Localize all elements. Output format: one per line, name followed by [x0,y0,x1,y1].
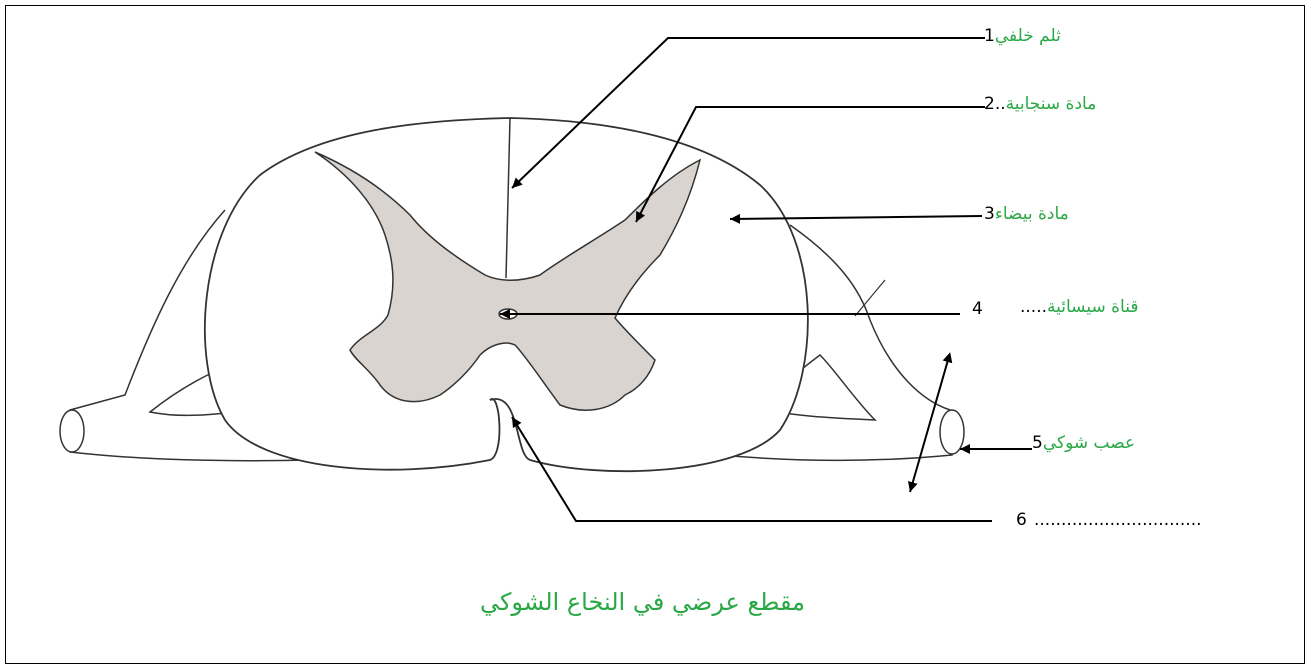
label-3-number: 3 [984,204,995,224]
label-4-text: قناة سيسائية [1047,297,1138,317]
diagram-title: مقطع عرضي في النخاع الشوكي [480,588,805,616]
label-3-text: مادة بيضاء [995,204,1069,224]
label-6-number: 6 [1016,510,1027,530]
right-nerve-end [940,410,964,454]
label-2-text: مادة سنجابية [1006,94,1097,114]
label-4-number: 4 [972,299,983,319]
label-1-number: 1 [984,26,995,46]
label-5: 5عصب شوكي [1032,433,1135,453]
label-3: 3مادة بيضاء [984,204,1069,224]
label-5-text: عصب شوكي [1043,433,1135,453]
label-2-number: 2.. [984,94,1006,114]
label-2: 2..مادة سنجابية [984,94,1096,114]
label-5-number: 5 [1032,433,1043,453]
left-nerve-end [60,410,84,452]
label-1-text: ثلم خلفي [995,26,1061,46]
label-1: 1ثلم خلفي [984,26,1061,46]
label-4: .....قناة سيسائية [1020,297,1138,317]
label-6-blank: ............................... [1034,510,1202,530]
label-4-prefix: ..... [1020,297,1047,317]
